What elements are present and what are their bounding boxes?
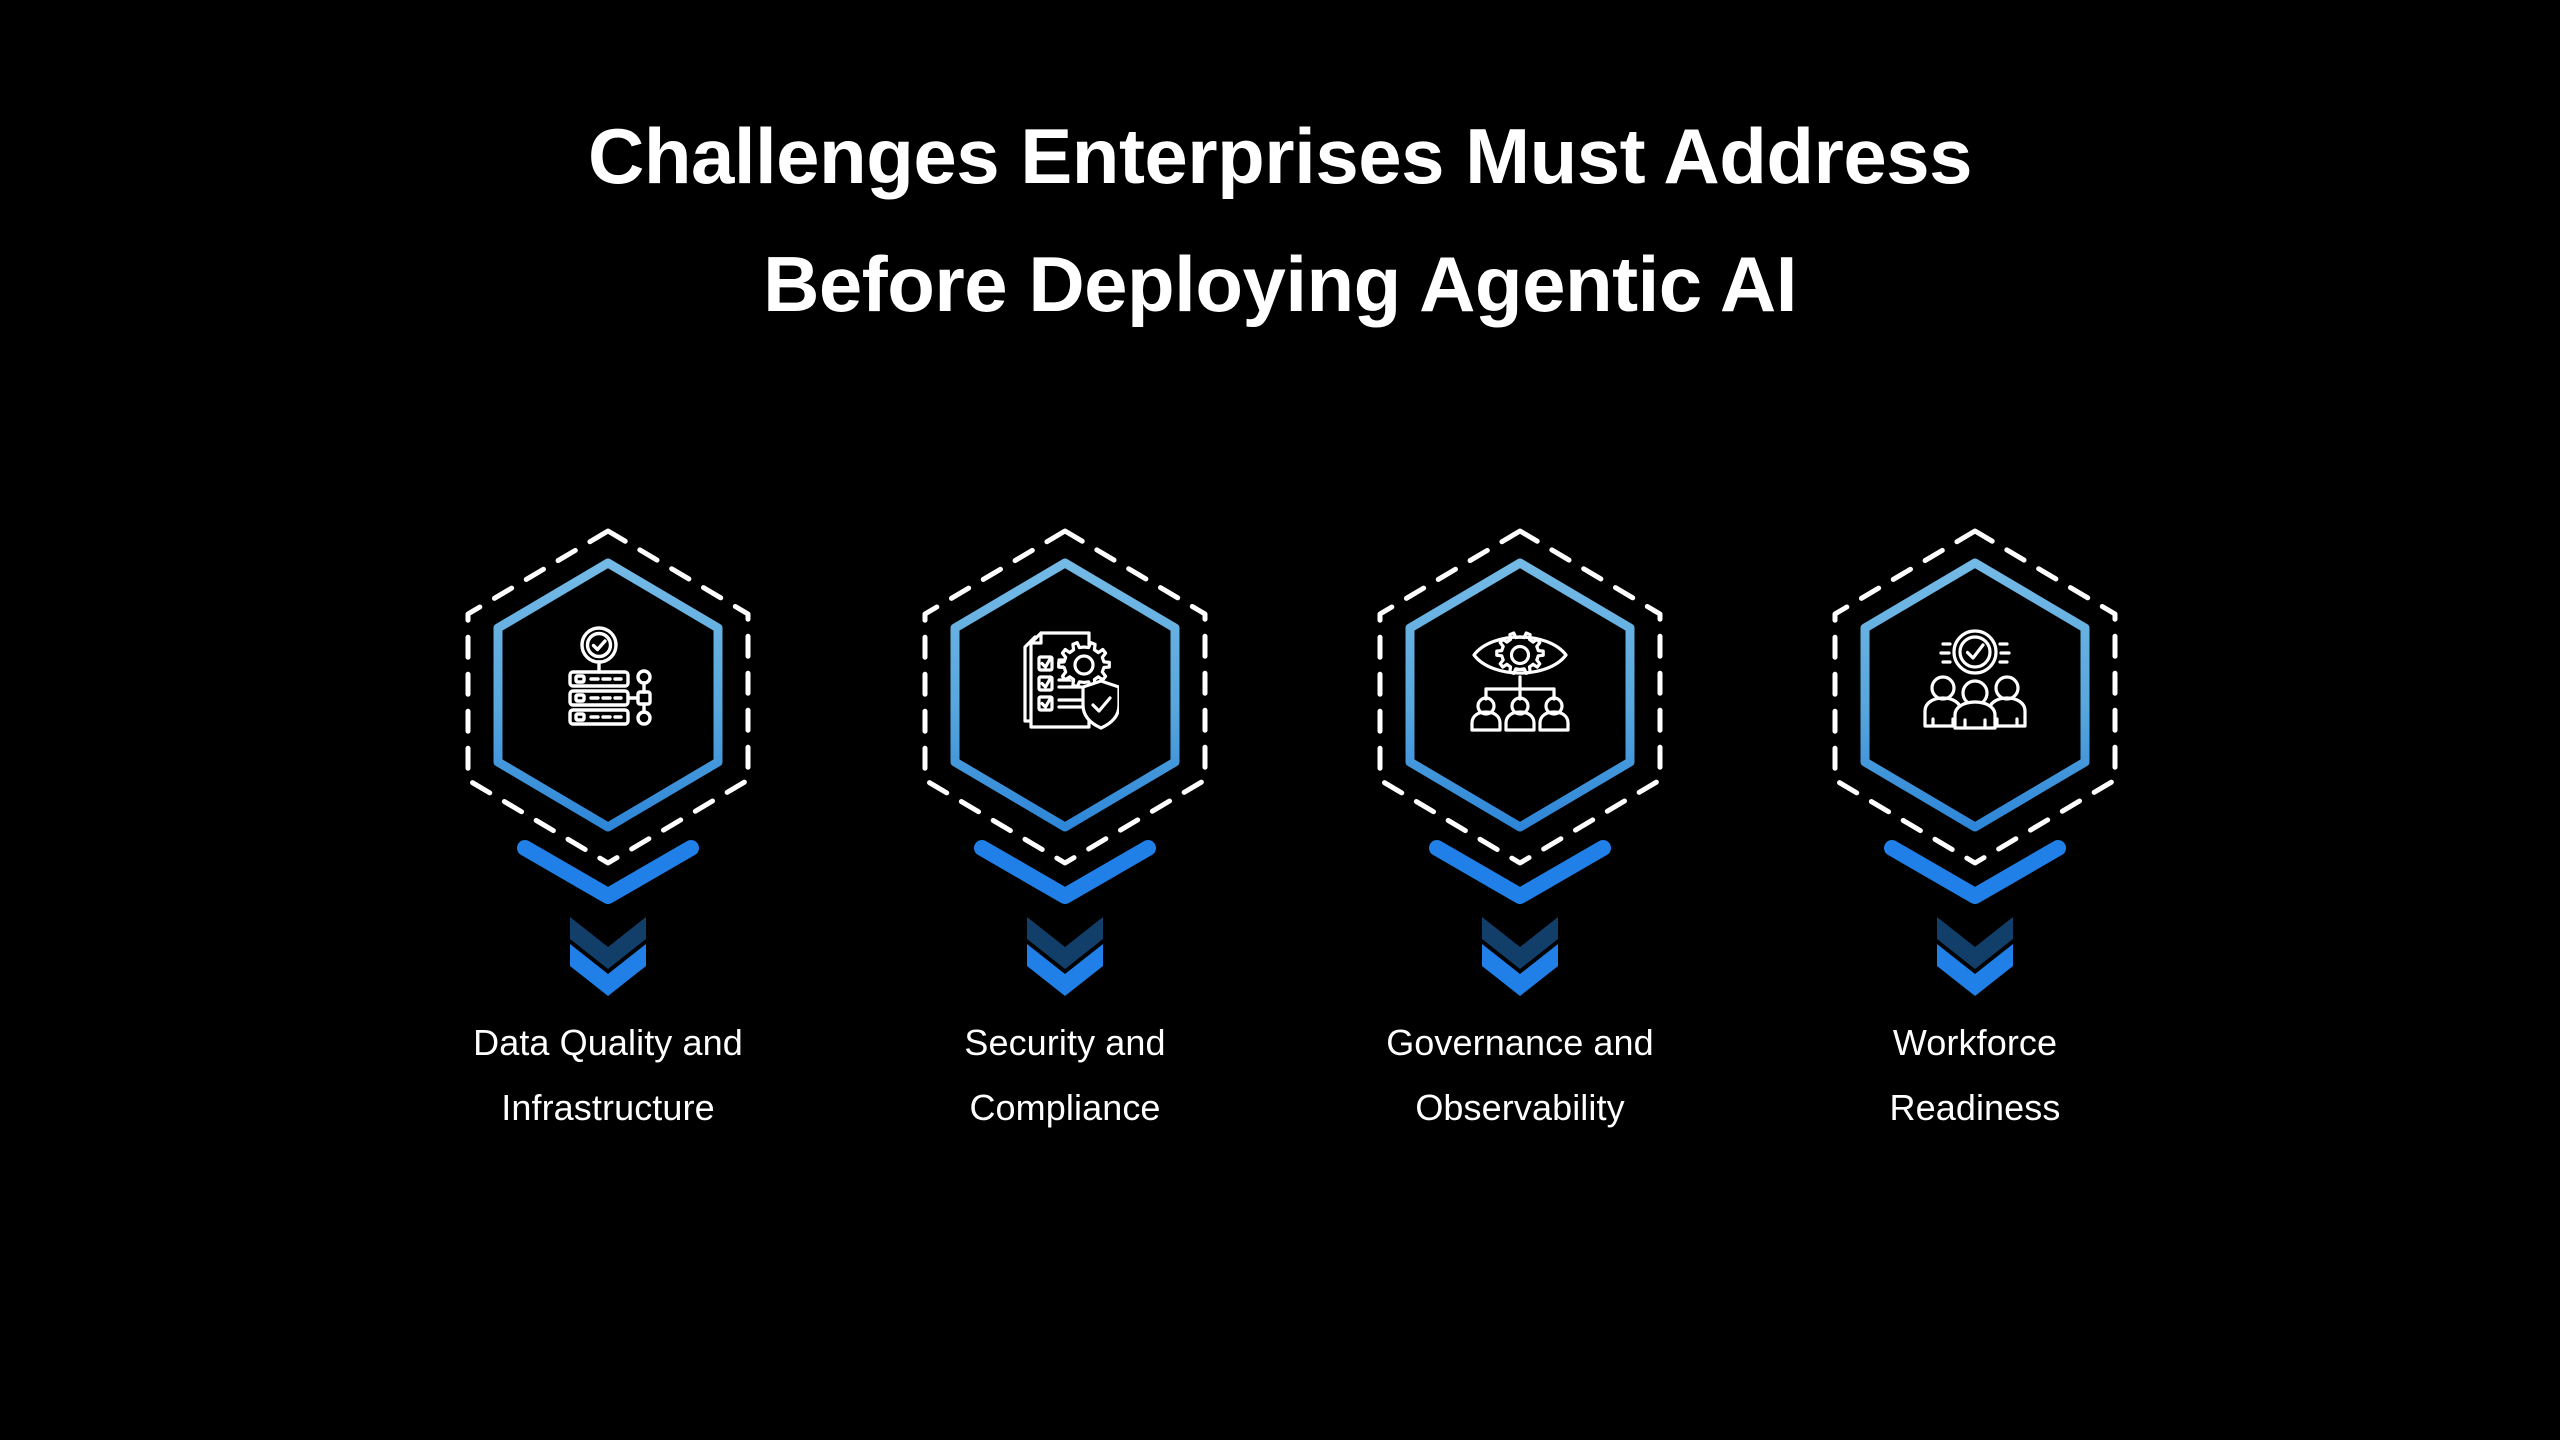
checkbox-3-check xyxy=(1040,697,1052,709)
challenge-cards-row: Data Quality and Infrastructure xyxy=(0,515,2560,1235)
chevron-stack xyxy=(548,887,668,997)
hexagon-frame xyxy=(1330,515,1710,915)
gear-pupil-teeth xyxy=(1495,631,1545,675)
person-center-collar xyxy=(1963,718,1987,730)
server-bar-1 xyxy=(568,670,630,688)
gear-center xyxy=(1073,654,1095,676)
challenge-card-workforce[interactable]: Workforce Readiness xyxy=(1785,515,2165,1235)
hexagon-base-chevron xyxy=(974,840,1156,904)
dashed-hexagon-outline xyxy=(468,531,748,863)
solid-hexagon-border xyxy=(1860,558,2090,832)
network-node-mid xyxy=(636,690,652,706)
card-label-line-2: Infrastructure xyxy=(501,1087,715,1128)
check-badge-mark xyxy=(1965,643,1985,660)
chevron-dark xyxy=(1027,917,1103,969)
dashed-hexagon-outline xyxy=(1832,528,2118,866)
solid-hexagon-border xyxy=(1405,558,1635,832)
database-check-network-icon xyxy=(548,619,668,739)
check-mark xyxy=(591,639,607,652)
shine-right xyxy=(1998,642,2011,664)
person-head-right xyxy=(1994,675,2020,701)
server-led-3 xyxy=(574,712,586,722)
chevron-dark xyxy=(1937,917,2013,969)
chevron-bright xyxy=(1482,944,1558,996)
chevron-dark xyxy=(570,917,646,969)
person-head-left xyxy=(1930,675,1956,701)
shine-left xyxy=(1939,642,1952,664)
hexagon-base-chevron xyxy=(517,840,699,904)
checkbox-3 xyxy=(1037,695,1054,712)
challenge-card-data-quality[interactable]: Data Quality and Infrastructure xyxy=(418,515,798,1235)
card-label: Workforce Readiness xyxy=(1785,1010,2165,1140)
chevron-stack xyxy=(1460,887,1580,997)
challenge-card-governance[interactable]: Governance and Observability xyxy=(1330,515,1710,1235)
person-right-collar xyxy=(1995,717,2019,728)
server-bar-3 xyxy=(568,708,630,726)
shield-group xyxy=(1081,679,1119,730)
person-body-2 xyxy=(1504,710,1536,732)
hexagon-frame xyxy=(1785,515,2165,915)
checkbox-2 xyxy=(1037,675,1054,692)
person-body-3 xyxy=(1538,710,1570,732)
hexagon-base-chevron xyxy=(1884,840,2066,904)
chevron-bright xyxy=(1027,944,1103,996)
server-led-2 xyxy=(574,693,586,703)
gear-group xyxy=(1057,641,1111,689)
dashed-hexagon-outline xyxy=(922,528,1208,866)
card-label-line-2: Compliance xyxy=(969,1087,1161,1128)
chevron-stack xyxy=(1915,887,2035,997)
chevron-dark xyxy=(1482,917,1558,969)
page-title-line-2: Before Deploying Agentic AI xyxy=(763,240,1797,328)
person-head-3 xyxy=(1544,696,1564,716)
card-label-line-2: Observability xyxy=(1415,1087,1625,1128)
eye-gear-org-chart-icon xyxy=(1460,619,1580,739)
checklist-gear-shield-icon xyxy=(1005,619,1125,739)
person-head-1 xyxy=(1476,696,1496,716)
checklist-lines-3 xyxy=(1057,698,1083,709)
checkbox-1 xyxy=(1037,655,1054,672)
person-body-center xyxy=(1953,700,1997,730)
person-left-collar xyxy=(1931,717,1955,728)
chevron-bright xyxy=(570,944,646,996)
people-check-badge-icon xyxy=(1915,619,2035,739)
hexagon-frame xyxy=(418,515,798,915)
shield-check xyxy=(1091,696,1112,713)
card-label-line-2: Readiness xyxy=(1889,1087,2061,1128)
person-body-1 xyxy=(1470,710,1502,732)
gear-pupil-center xyxy=(1509,644,1531,666)
card-label-line-1: Workforce xyxy=(1892,1022,2058,1063)
dashed-hexagon-outline xyxy=(1377,528,1663,866)
check-badge-inner xyxy=(1958,635,1992,669)
eye-outline xyxy=(1472,635,1568,675)
solid-hexagon-border xyxy=(950,558,1180,832)
check-badge-outer xyxy=(1952,629,1998,675)
check-inner-circle xyxy=(585,631,613,659)
card-label-line-1: Governance and xyxy=(1386,1022,1654,1063)
chevron-bright xyxy=(1937,944,2013,996)
person-head-2 xyxy=(1510,696,1530,716)
page-title-line-1: Challenges Enterprises Must Address xyxy=(587,112,1973,200)
challenge-card-security[interactable]: Security and Compliance xyxy=(875,515,1255,1235)
document-fold xyxy=(1029,631,1043,645)
checkbox-1-check xyxy=(1040,657,1052,669)
hexagon-frame xyxy=(875,515,1255,915)
server-led-1 xyxy=(574,674,586,684)
checkbox-2-check xyxy=(1040,677,1052,689)
card-label: Data Quality and Infrastructure xyxy=(418,1010,798,1140)
network-node-top xyxy=(636,669,652,685)
chevron-stack xyxy=(1005,887,1125,997)
card-label: Security and Compliance xyxy=(875,1010,1255,1140)
shield-body xyxy=(1081,679,1119,730)
card-label-line-1: Data Quality and xyxy=(473,1022,743,1063)
page-title: Challenges Enterprises Must Address Befo… xyxy=(0,92,2560,348)
card-label: Governance and Observability xyxy=(1330,1010,1710,1140)
gear-teeth xyxy=(1057,641,1111,689)
network-node-bottom xyxy=(636,710,652,726)
card-label-line-1: Security and xyxy=(964,1022,1166,1063)
hexagon-base-chevron xyxy=(1429,840,1611,904)
solid-hexagon-border xyxy=(493,558,723,832)
